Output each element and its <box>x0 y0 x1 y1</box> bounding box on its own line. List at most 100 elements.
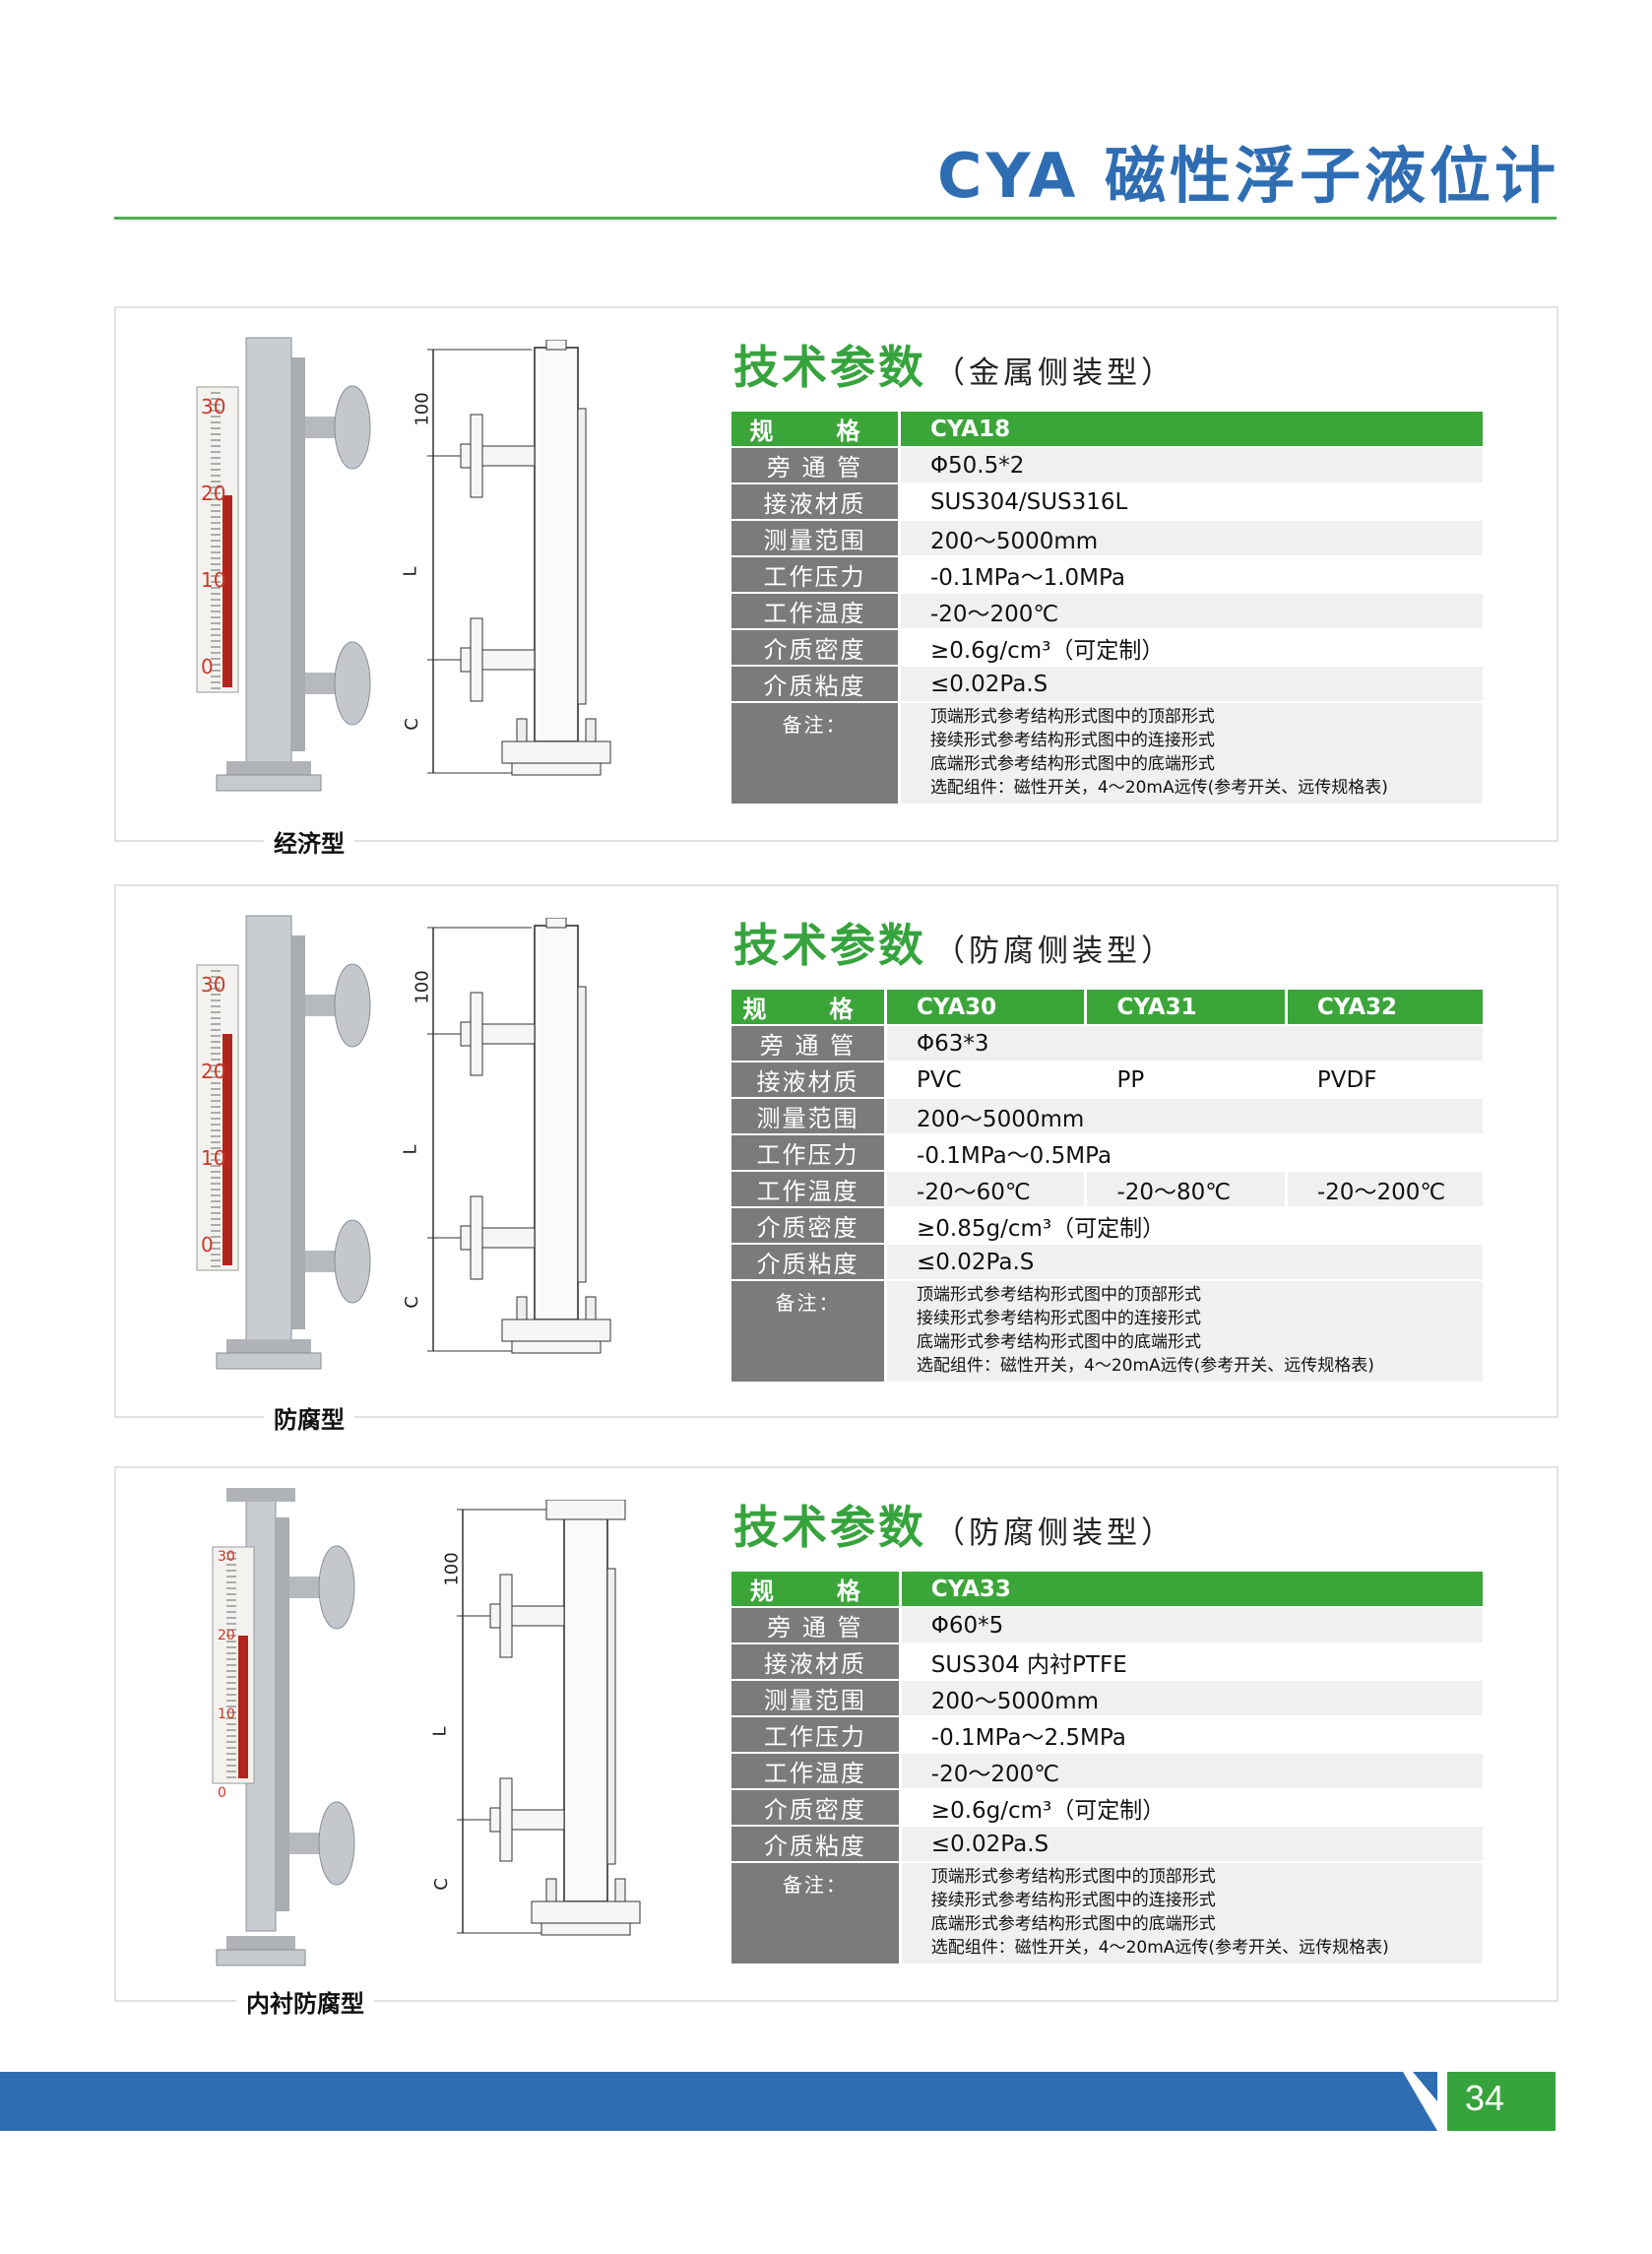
spec-value: ≥0.6g/cm³（可定制） <box>900 1789 1483 1827</box>
footer-bar <box>0 2072 1437 2131</box>
spec-label: 测量范围 <box>731 520 901 557</box>
spec-value: -20～60℃ <box>885 1171 1086 1208</box>
spec-label: 测量范围 <box>731 1098 888 1135</box>
spec-value: PP <box>1084 1062 1287 1099</box>
spec-label: 介质密度 <box>731 629 901 667</box>
note-line: 接续形式参考结构形式图中的连接形式 <box>917 1309 1202 1328</box>
spec-heading-main: 技术参数 <box>733 341 926 394</box>
spec-value: -20～200℃ <box>900 1753 1483 1790</box>
spec-label: 介质粘度 <box>731 1244 888 1281</box>
note-line: 选配组件：磁性开关，4～20mA远传(参考开关、远传规格表) <box>929 778 1388 798</box>
spec-row: 工作压力-0.1MPa～1.0MPa <box>731 556 1483 594</box>
spec-header-label: 规 格 <box>731 990 888 1026</box>
note-line: 接续形式参考结构形式图中的连接形式 <box>929 731 1215 750</box>
dimension-drawing <box>427 340 611 776</box>
spec-notes-row: 备注：顶端形式参考结构形式图中的顶部形式接续形式参考结构形式图中的连接形式底端形… <box>731 1280 1483 1384</box>
spec-notes-row: 备注：顶端形式参考结构形式图中的顶部形式接续形式参考结构形式图中的连接形式底端形… <box>731 1862 1483 1965</box>
notes-value: 顶端形式参考结构形式图中的顶部形式接续形式参考结构形式图中的连接形式底端形式参考… <box>900 1862 1483 1965</box>
product-caption: 经济型 <box>264 824 354 859</box>
spec-value: -20～200℃ <box>1284 1171 1483 1208</box>
spec-row: 介质粘度≤0.02Pa.S <box>731 1244 1483 1281</box>
product-caption: 内衬防腐型 <box>236 1984 374 2019</box>
page-title: CYA 磁性浮子液位计 <box>936 140 1559 212</box>
scale-label: 10 <box>201 1146 226 1170</box>
spec-heading: 技术参数（防腐侧装型） <box>733 1492 1175 1557</box>
scale-label: 0 <box>201 655 214 678</box>
note-line: 底端形式参考结构形式图中的底端形式 <box>930 1914 1216 1934</box>
scale-label: 30 <box>201 395 226 419</box>
note-line: 底端形式参考结构形式图中的底端形式 <box>917 1332 1202 1352</box>
scale-label: 0 <box>218 1785 226 1801</box>
spec-row: 工作压力-0.1MPa～2.5MPa <box>731 1716 1483 1754</box>
spec-label: 工作温度 <box>731 593 901 630</box>
dimension-label: C <box>430 1878 452 1891</box>
spec-label: 旁 通 管 <box>731 447 901 484</box>
spec-label: 工作温度 <box>731 1753 902 1790</box>
spec-value: Φ63*3 <box>885 1025 1483 1063</box>
notes-label: 备注： <box>731 1862 902 1965</box>
spec-heading: 技术参数（防腐侧装型） <box>733 910 1175 975</box>
spec-row: 介质粘度≤0.02Pa.S <box>731 666 1483 703</box>
spec-value: ≥0.85g/cm³（可定制） <box>885 1207 1483 1245</box>
notes-value: 顶端形式参考结构形式图中的顶部形式接续形式参考结构形式图中的连接形式底端形式参考… <box>899 702 1483 805</box>
spec-value: 200～5000mm <box>900 1680 1483 1717</box>
spec-row: 工作温度-20～60℃-20～80℃-20～200℃ <box>731 1171 1483 1208</box>
spec-label: 介质密度 <box>731 1207 888 1245</box>
notes-value: 顶端形式参考结构形式图中的顶部形式接续形式参考结构形式图中的连接形式底端形式参考… <box>885 1280 1483 1384</box>
model-name: CYA33 <box>900 1572 1483 1608</box>
spec-label: 接液材质 <box>731 1062 888 1099</box>
spec-value: Φ50.5*2 <box>899 447 1483 484</box>
scale-label: 20 <box>201 1060 226 1083</box>
spec-value: PVC <box>885 1062 1086 1099</box>
spec-value: ≤0.02Pa.S <box>900 1826 1483 1863</box>
spec-row: 工作温度-20～200℃ <box>731 1753 1483 1790</box>
spec-label: 工作温度 <box>731 1171 888 1208</box>
dimension-label: 100 <box>441 1552 463 1586</box>
model-name: CYA30 <box>885 990 1086 1026</box>
spec-heading-sub: （防腐侧装型） <box>934 934 1175 969</box>
spec-value: ≤0.02Pa.S <box>899 666 1483 703</box>
spec-heading-main: 技术参数 <box>733 1501 926 1554</box>
spec-notes-row: 备注：顶端形式参考结构形式图中的顶部形式接续形式参考结构形式图中的连接形式底端形… <box>731 702 1483 805</box>
spec-label: 工作压力 <box>731 1716 902 1754</box>
spec-value: Φ60*5 <box>900 1607 1483 1644</box>
scale-label: 30 <box>218 1549 235 1565</box>
dimension-drawing <box>457 1500 641 1936</box>
spec-label: 工作压力 <box>731 1134 888 1172</box>
spec-value: -20～80℃ <box>1084 1171 1287 1208</box>
dimension-label: 100 <box>412 970 433 1004</box>
note-line: 选配组件：磁性开关，4～20mA远传(参考开关、远传规格表) <box>917 1356 1374 1376</box>
scale-label: 10 <box>218 1707 235 1722</box>
product-photo <box>212 1488 355 1966</box>
product-photo <box>196 915 371 1370</box>
model-name: CYA31 <box>1084 990 1287 1026</box>
spec-value: -20～200℃ <box>899 593 1483 630</box>
spec-header-label: 规 格 <box>731 412 901 448</box>
scale-label: 20 <box>218 1628 235 1643</box>
note-line: 选配组件：磁性开关，4～20mA远传(参考开关、远传规格表) <box>930 1938 1389 1958</box>
spec-label: 接液材质 <box>731 1643 902 1681</box>
spec-value: ≥0.6g/cm³（可定制） <box>899 629 1483 667</box>
spec-value: ≤0.02Pa.S <box>885 1244 1483 1281</box>
spec-label: 工作压力 <box>731 556 901 594</box>
spec-value: 200～5000mm <box>899 520 1483 557</box>
dimension-drawing <box>427 918 611 1354</box>
spec-label: 测量范围 <box>731 1680 902 1717</box>
spec-label: 旁 通 管 <box>731 1607 902 1644</box>
spec-heading-sub: （防腐侧装型） <box>934 1515 1175 1551</box>
dimension-label: L <box>400 566 421 577</box>
spec-row: 介质密度≥0.6g/cm³（可定制） <box>731 1789 1483 1827</box>
note-line: 接续形式参考结构形式图中的连接形式 <box>930 1891 1216 1910</box>
spec-value: -0.1MPa～1.0MPa <box>899 556 1483 594</box>
spec-label: 介质粘度 <box>731 1826 902 1863</box>
spec-heading: 技术参数（金属侧装型） <box>733 332 1175 397</box>
